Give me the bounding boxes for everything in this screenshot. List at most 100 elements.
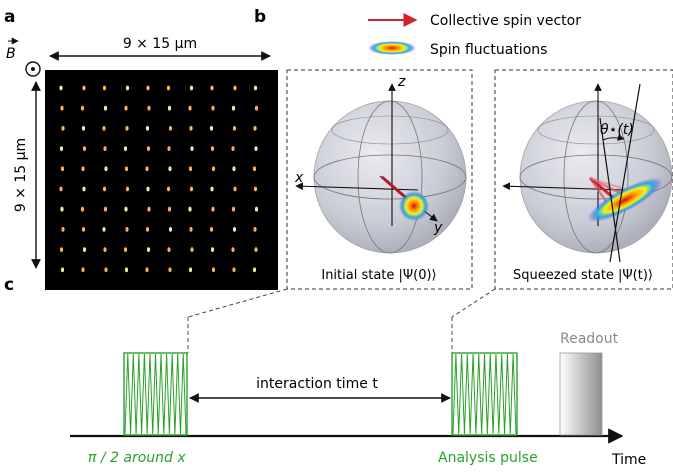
panel-label-a: a: [4, 7, 15, 27]
meridian-2: [563, 100, 629, 254]
bloch-sphere-initial: [313, 100, 467, 254]
atom-spot: [211, 166, 216, 172]
atom-spot: [232, 267, 236, 273]
atom-spot: [81, 267, 85, 273]
atom-spot: [189, 125, 193, 131]
initial-state-caption: Initial state |Ψ(0)⟩: [321, 268, 436, 283]
pi-half-pulse-oscillation: [124, 353, 187, 435]
equator-2: [519, 154, 673, 200]
latitude: [331, 115, 449, 145]
atom-spot: [103, 146, 107, 152]
atom-spot: [146, 186, 150, 192]
atom-spot: [80, 206, 85, 212]
atom-spot: [81, 125, 86, 131]
atom-spot: [59, 146, 64, 152]
atom-spot: [253, 85, 258, 91]
atom-spot: [104, 166, 108, 172]
atom-spot: [210, 146, 215, 152]
atom-spot: [166, 85, 171, 91]
squeezing-angle-arc: [602, 134, 625, 141]
atom-spot: [190, 247, 194, 253]
pi-half-pulse-label: π / 2 around x: [88, 450, 186, 466]
atom-spot: [59, 186, 63, 192]
atom-spot: [124, 105, 128, 111]
atom-spot: [103, 105, 108, 111]
atom-spot: [61, 125, 65, 131]
atom-spot: [231, 105, 236, 111]
atom-spot: [124, 267, 129, 273]
atom-spot: [125, 85, 130, 91]
atom-spot: [188, 206, 192, 212]
atom-spot: [145, 267, 149, 273]
atom-spot: [189, 227, 193, 232]
atom-spot: [231, 146, 235, 152]
atom-spot: [102, 227, 106, 232]
atom-spot: [60, 166, 65, 172]
atom-spot: [254, 247, 258, 253]
atom-spot: [59, 247, 64, 253]
sphere-panel-initial: z x y Initial state |Ψ(0)⟩: [286, 69, 473, 290]
atom-spot: [210, 247, 215, 253]
atom-spot: [145, 227, 150, 232]
atom-spot: [146, 247, 151, 253]
atom-spot: [123, 146, 128, 152]
atom-spot: [253, 125, 257, 131]
atom-spot: [189, 186, 194, 192]
legend-fluctuations-label: Spin fluctuations: [430, 42, 547, 58]
atom-spot: [124, 206, 128, 212]
atom-spot: [167, 247, 171, 253]
analysis-pulse: [451, 352, 518, 436]
height-label: 9 × 15 μm: [13, 138, 29, 212]
atom-spot: [60, 206, 64, 212]
squeezing-axis: [609, 83, 641, 263]
atom-spot: [209, 125, 214, 131]
squeezing-angle-label: θ⋆(t): [600, 122, 634, 138]
atom-spot: [168, 227, 173, 232]
atom-spot: [232, 227, 237, 232]
legend-fluctuation-swatch: [368, 41, 416, 55]
spin-fluctuation-blob: [399, 191, 429, 221]
atom-spot: [232, 125, 237, 131]
b-field-dot-circle-icon: [25, 61, 41, 77]
atom-spot: [59, 85, 63, 91]
readout-label: Readout: [560, 331, 619, 347]
atom-spot: [211, 105, 215, 111]
atom-spot: [167, 105, 172, 111]
atom-spot: [231, 247, 235, 253]
atom-spot: [188, 105, 192, 111]
atom-spot: [252, 267, 257, 273]
atom-spot: [61, 227, 65, 232]
equator: [313, 154, 467, 200]
atom-spot: [190, 146, 194, 152]
projection-line-right-1: [451, 288, 496, 318]
time-label: Time: [611, 452, 646, 468]
atom-array-image: [45, 70, 278, 290]
b-field-label: B: [6, 46, 16, 62]
atom-spot: [104, 267, 108, 273]
atom-spot: [189, 85, 194, 91]
atom-spot: [145, 125, 150, 131]
bloch-sphere-squeezed: [519, 100, 673, 254]
pi-half-pulse: [123, 352, 188, 436]
atom-spot: [103, 206, 108, 212]
atom-spot: [253, 227, 257, 232]
atom-spot: [168, 267, 172, 273]
atom-spot: [209, 227, 214, 232]
atom-spot: [233, 85, 237, 91]
atom-spot: [81, 227, 86, 232]
atom-spot: [167, 206, 172, 212]
meridian: [357, 100, 423, 254]
atom-spot: [233, 186, 237, 192]
atom-spot: [168, 166, 172, 172]
squeezed-fluctuation-blob: [587, 178, 663, 222]
sphere-panel-squeezed: θ⋆(t) Squeezed state |Ψ(t)⟩: [494, 69, 673, 290]
atom-spot: [82, 247, 87, 253]
reference-axis: [599, 117, 621, 263]
atom-spot: [82, 146, 87, 152]
atom-spot: [60, 105, 64, 111]
atom-spot: [102, 125, 106, 131]
atom-spot: [254, 146, 258, 152]
atom-spot: [167, 146, 171, 152]
atom-spot: [125, 125, 129, 131]
